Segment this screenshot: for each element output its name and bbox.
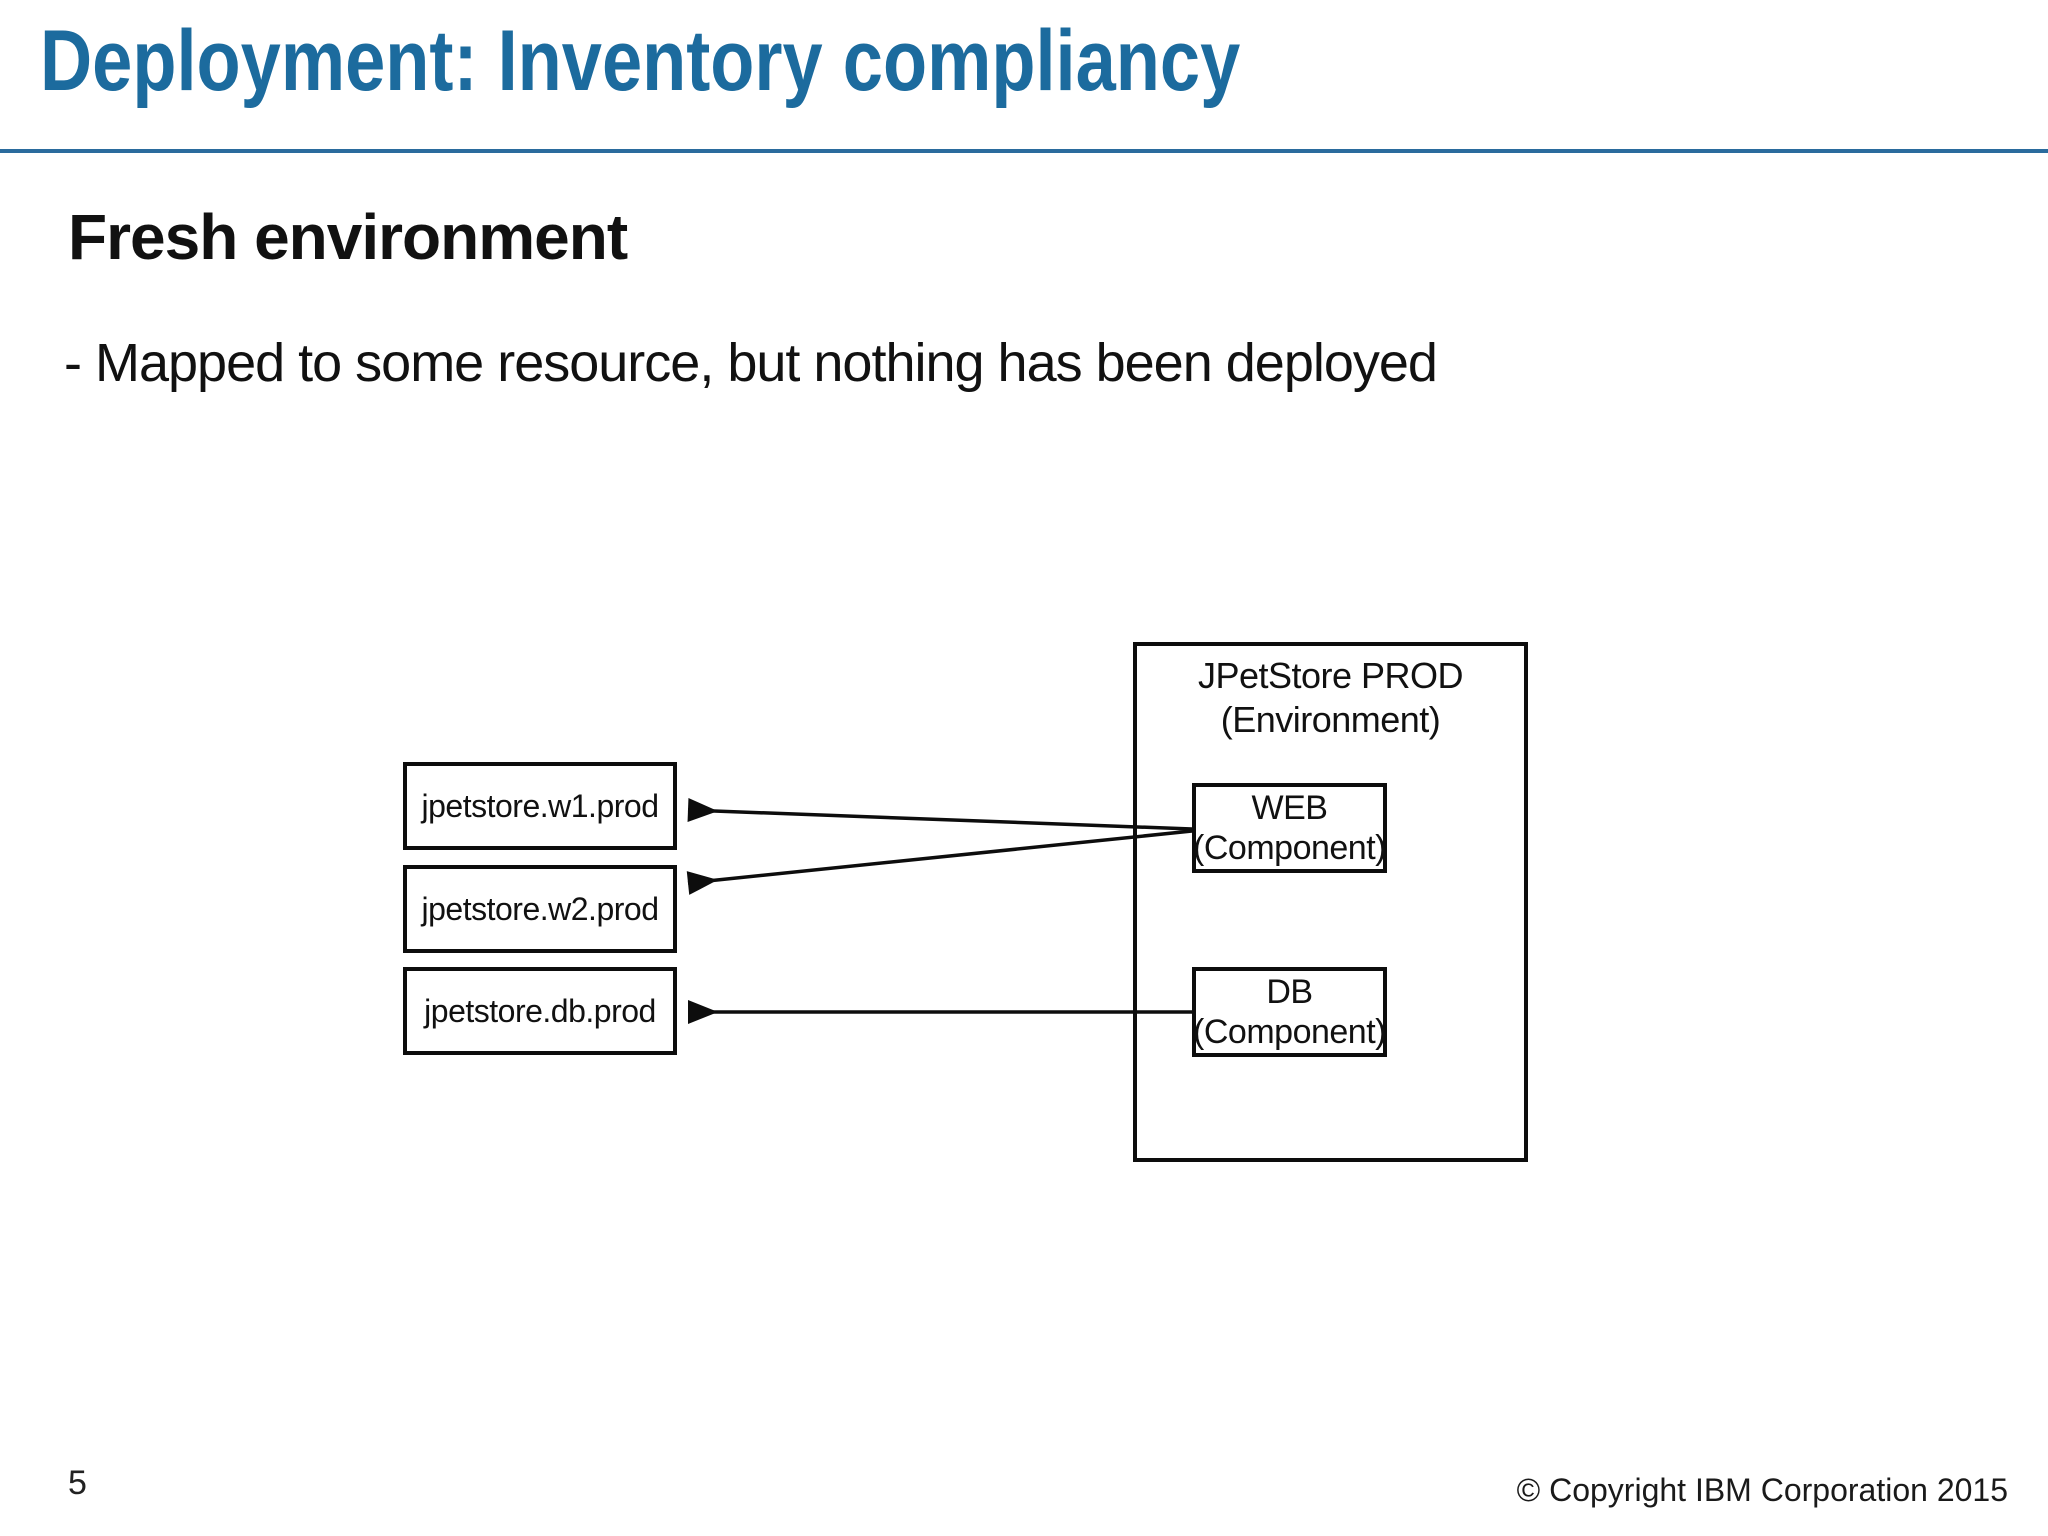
section-heading: Fresh environment [68,201,628,273]
component-web-type: (Component) [1193,829,1386,867]
bullet-text: - Mapped to some resource, but nothing h… [64,333,1438,393]
title-divider [0,149,2048,153]
slide-title: Deployment: Inventory compliancy [40,13,1241,109]
arrow-web-to-w2 [686,829,1193,895]
environment-label: JPetStore PROD (Environment) [1137,646,1524,742]
page-number: 5 [68,1464,87,1502]
component-web-name: WEB [1251,789,1328,827]
resource-box-w1: jpetstore.w1.prod [403,762,677,850]
resource-box-db: jpetstore.db.prod [403,967,677,1055]
environment-box: JPetStore PROD (Environment) [1133,642,1528,1162]
environment-title: JPetStore PROD [1197,655,1464,696]
component-box-web: WEB (Component) [1192,783,1387,873]
component-box-db: DB (Component) [1192,967,1387,1057]
resource-w2-label: jpetstore.w2.prod [421,890,659,927]
copyright-notice: © Copyright IBM Corporation 2015 [1516,1472,2008,1508]
resource-box-w2: jpetstore.w2.prod [403,865,677,953]
component-db-name: DB [1266,973,1313,1011]
arrow-web-to-w1 [687,798,1193,831]
resource-db-label: jpetstore.db.prod [424,992,656,1029]
environment-subtitle: (Environment) [1220,699,1441,740]
resource-w1-label: jpetstore.w1.prod [421,787,659,824]
component-db-type: (Component) [1193,1013,1386,1051]
